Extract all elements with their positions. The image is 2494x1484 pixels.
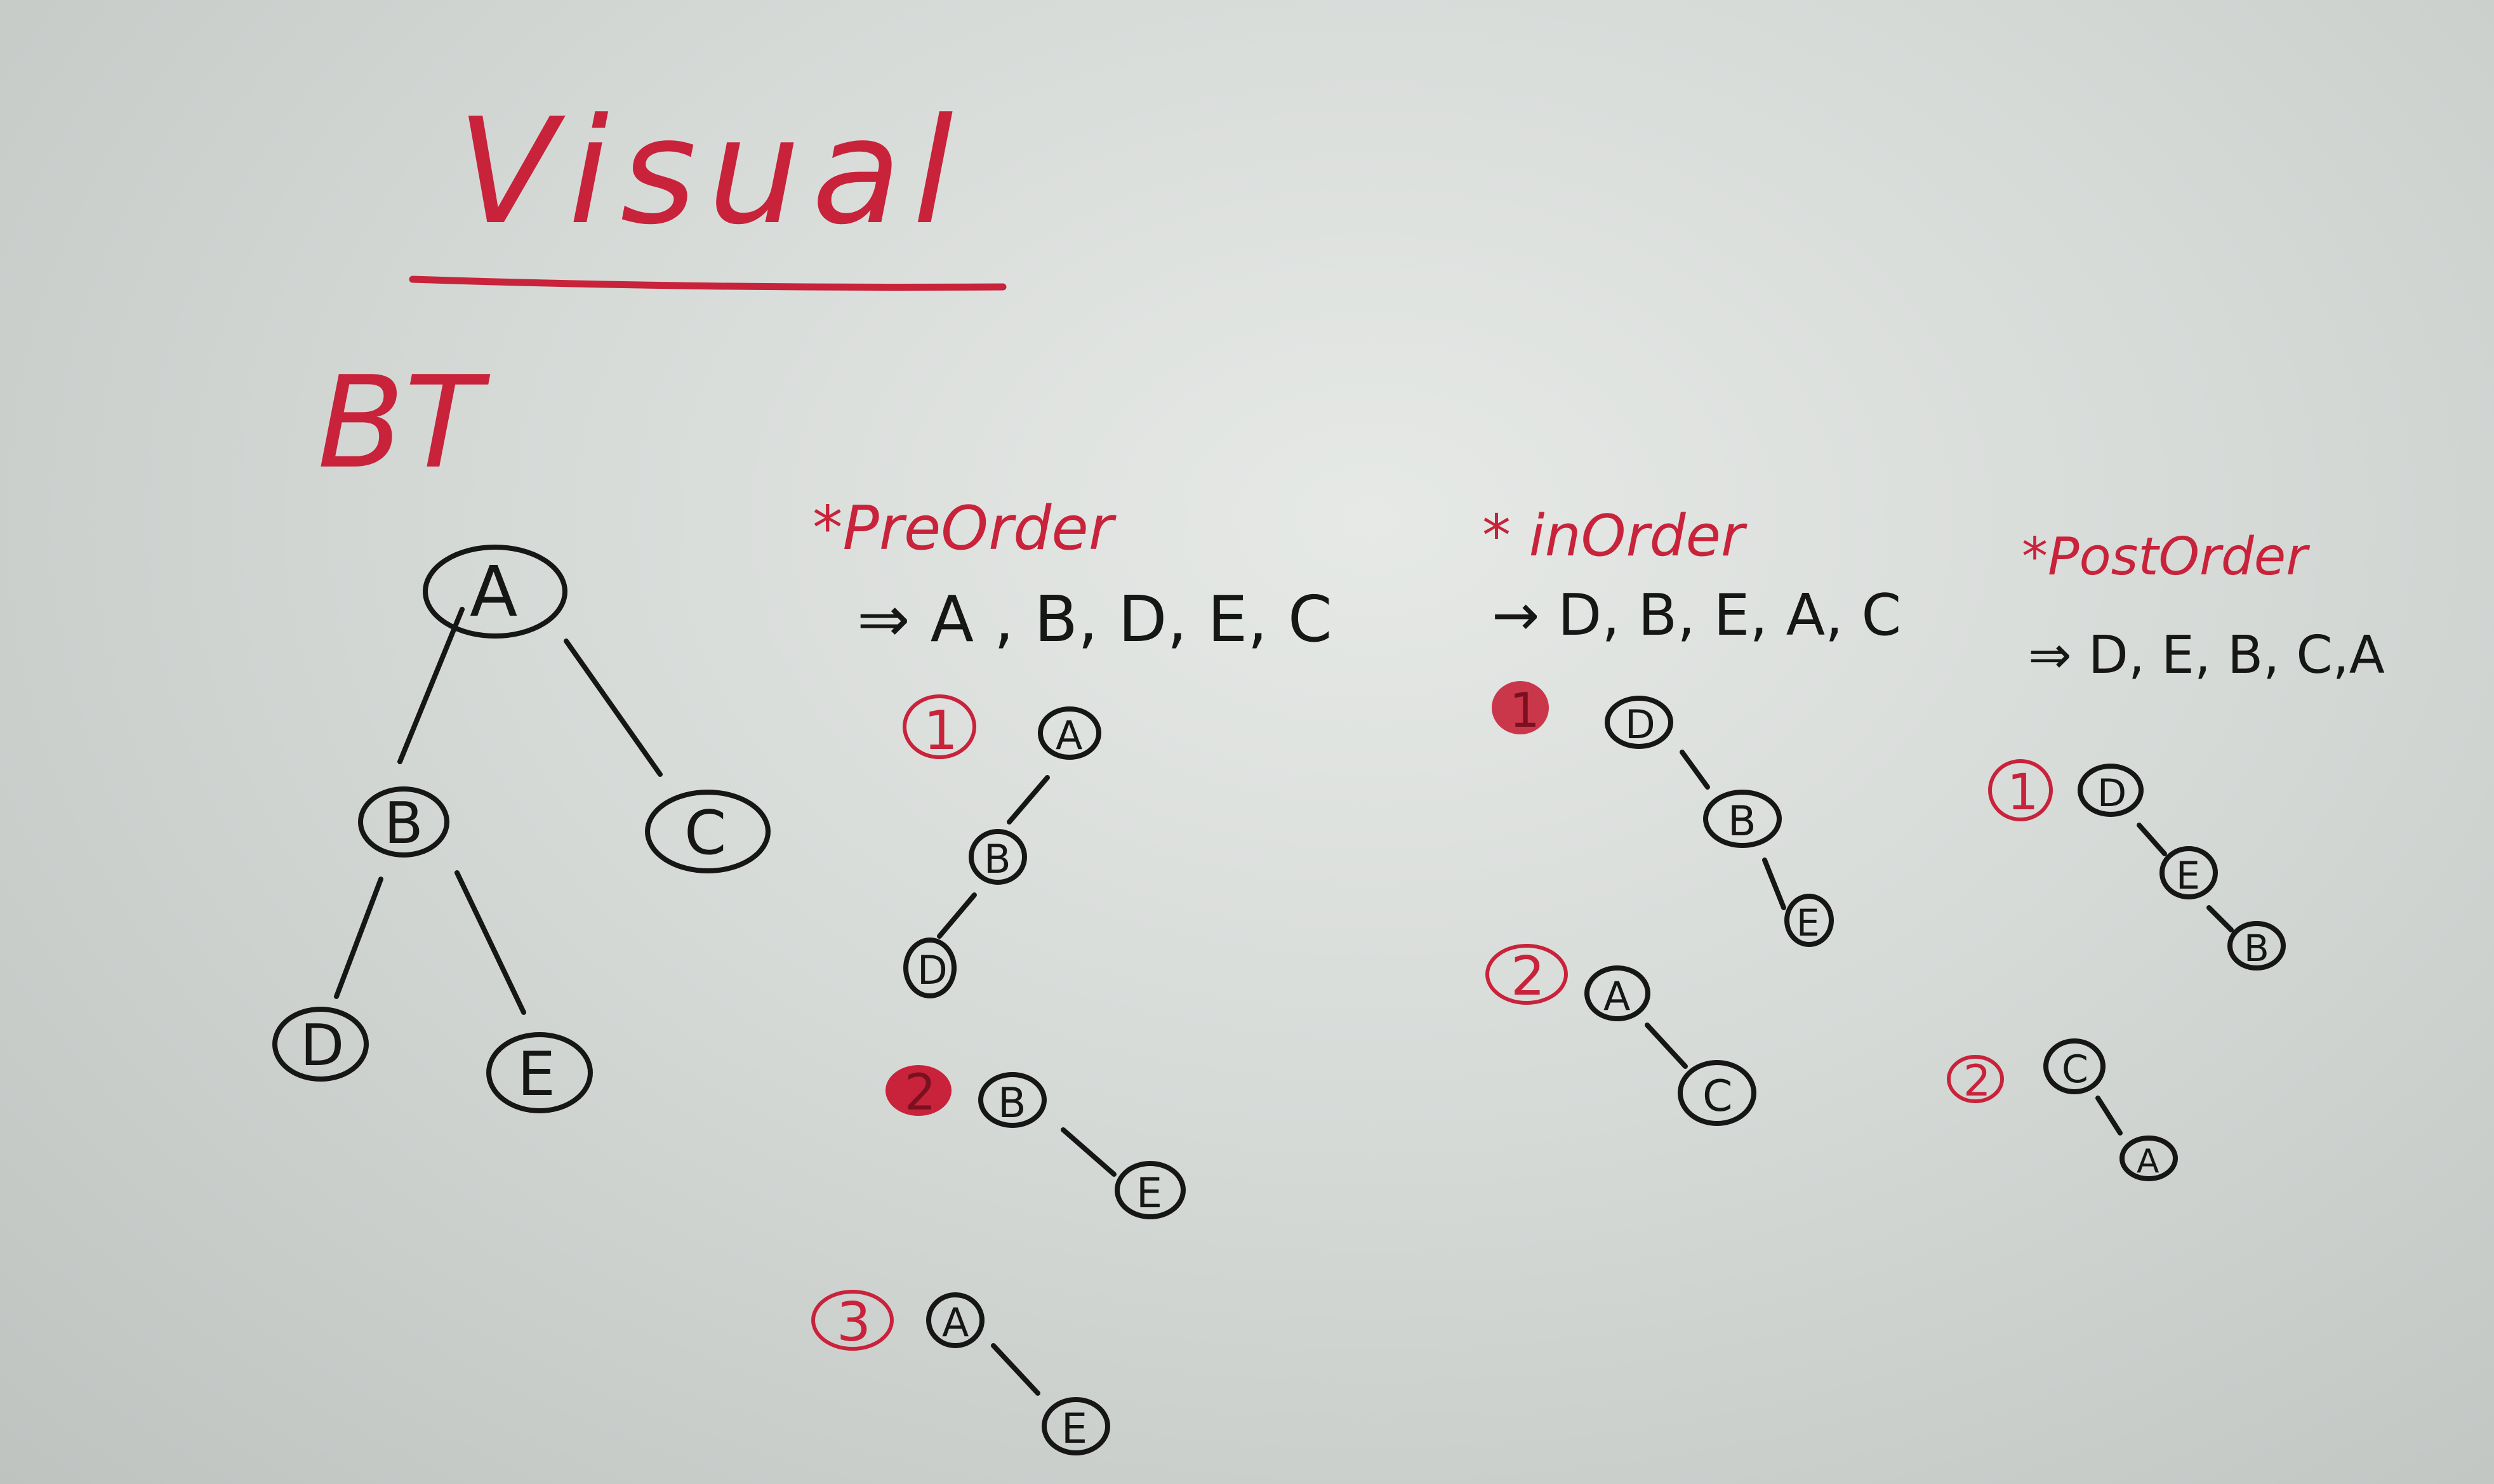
svg-text:E: E xyxy=(1061,1405,1087,1453)
tree-node-root: A xyxy=(423,545,567,639)
svg-text:B: B xyxy=(984,836,1011,882)
inorder-step-2-node xyxy=(1584,965,1650,1021)
postorder-step-1-number: 1 xyxy=(2007,764,2039,821)
inorder-step-1-node xyxy=(1605,696,1673,749)
svg-text:E: E xyxy=(2176,854,2200,898)
svg-text:B: B xyxy=(998,1080,1026,1127)
preorder-step-2-node xyxy=(978,1072,1047,1128)
inorder-result: → D, B, E, A, C xyxy=(1492,582,1901,649)
tree-node-left: B xyxy=(358,786,449,858)
svg-text:D: D xyxy=(1625,701,1655,748)
preorder-step-1-number: 1 xyxy=(924,699,958,762)
preorder-step-3-number: 3 xyxy=(837,1291,871,1354)
page-title: Visual xyxy=(457,88,965,257)
tree-label: BT xyxy=(317,349,491,497)
inorder-heading: * inOrder xyxy=(1482,503,1748,569)
svg-text:C: C xyxy=(684,798,726,868)
tree-node-right: C xyxy=(645,790,771,873)
preorder-result: ⇒ A , B, D, E, C xyxy=(857,582,1332,656)
svg-text:D: D xyxy=(300,1012,344,1079)
preorder-step-3-node xyxy=(1042,1397,1110,1455)
tree-node-left-right: E xyxy=(486,1032,593,1113)
preorder-heading: *PreOrder xyxy=(813,494,1117,564)
tree-node-left-left: D xyxy=(272,1007,369,1082)
inorder-step-2-number: 2 xyxy=(1511,945,1545,1008)
postorder-step-2-node xyxy=(2119,1136,2178,1181)
tree-edge xyxy=(334,877,383,999)
svg-text:E: E xyxy=(1796,901,1820,944)
preorder-section: *PreOrder ⇒ A , B, D, E, C 1 A B D 2 B E… xyxy=(811,494,1332,1455)
inorder-step-1-number: 1 xyxy=(1509,682,1540,738)
svg-text:A: A xyxy=(2137,1143,2159,1181)
binary-tree: A B C D E xyxy=(272,545,771,1113)
postorder-step-1-node xyxy=(2078,764,2144,817)
svg-text:B: B xyxy=(1728,798,1756,845)
postorder-step-1-node xyxy=(2159,846,2218,899)
preorder-step-1-node xyxy=(903,937,957,998)
tree-edge xyxy=(454,870,526,1015)
preorder-step-2-node xyxy=(1115,1161,1186,1219)
preorder-step-1-node xyxy=(969,829,1027,885)
inorder-step-1-node xyxy=(1703,790,1782,848)
inorder-step-1-node xyxy=(1784,894,1834,947)
postorder-step-2-node xyxy=(2043,1038,2106,1094)
svg-text:A: A xyxy=(1603,973,1630,1019)
svg-text:B: B xyxy=(384,790,423,857)
tree-edge xyxy=(564,639,663,777)
postorder-result: ⇒ D, E, B, C,A xyxy=(2028,625,2385,686)
svg-text:C: C xyxy=(2062,1047,2088,1092)
svg-text:B: B xyxy=(2244,927,2269,970)
svg-text:E: E xyxy=(1136,1170,1162,1217)
preorder-step-3-node xyxy=(926,1292,985,1348)
svg-text:A: A xyxy=(470,551,517,632)
postorder-heading: *PostOrder xyxy=(2022,527,2310,587)
postorder-section: *PostOrder ⇒ D, E, B, C,A 1 D E B 2 C A xyxy=(1947,527,2385,1181)
preorder-step-1-node xyxy=(1038,706,1101,760)
svg-text:A: A xyxy=(942,1299,969,1346)
svg-text:D: D xyxy=(917,947,948,993)
postorder-step-2-number: 2 xyxy=(1963,1056,1991,1106)
preorder-step-2-number: 2 xyxy=(905,1064,936,1122)
svg-text:E: E xyxy=(517,1040,555,1110)
svg-text:A: A xyxy=(1056,712,1082,759)
svg-text:C: C xyxy=(1702,1071,1732,1122)
tree-edge xyxy=(397,607,465,764)
postorder-step-1-node xyxy=(2227,921,2286,971)
title-underline xyxy=(409,275,1007,291)
inorder-step-2-node xyxy=(1678,1060,1756,1126)
inorder-section: * inOrder → D, B, E, A, C 1 D B E 2 A C xyxy=(1482,503,1901,1126)
svg-text:D: D xyxy=(2097,771,2126,816)
